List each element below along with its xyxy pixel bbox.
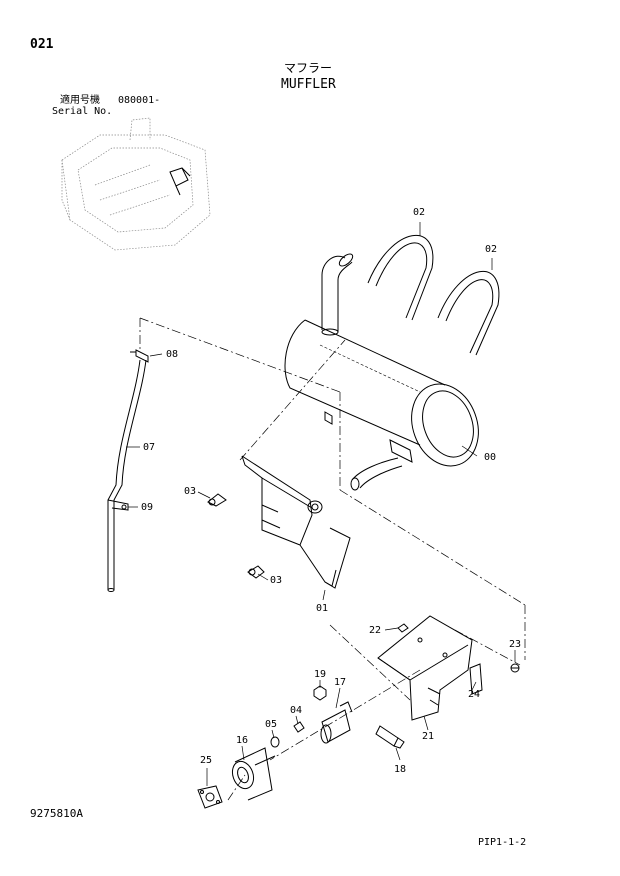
figure-number: 9275810A xyxy=(30,807,83,820)
bolt-03-lower xyxy=(247,565,265,579)
washer-05 xyxy=(270,736,280,748)
callout-19: 19 xyxy=(314,669,326,680)
callout-03-upper: 03 xyxy=(184,486,196,497)
support-bracket xyxy=(377,615,473,721)
callout-01: 01 xyxy=(316,603,328,614)
assembly-lines xyxy=(139,317,526,801)
outlet-pipe xyxy=(350,457,403,491)
page-number: 021 xyxy=(30,37,54,52)
callout-02-lower: 02 xyxy=(485,244,497,255)
callout-23: 23 xyxy=(509,639,521,650)
leader-lines xyxy=(126,222,516,786)
serial-label: Serial No. xyxy=(52,106,113,117)
page-title: MUFFLER xyxy=(281,77,336,92)
callout-22: 22 xyxy=(369,625,381,636)
nut-23 xyxy=(510,663,520,673)
locator-machine-sketch xyxy=(61,117,211,251)
callout-02-upper: 02 xyxy=(413,207,425,218)
callout-00: 00 xyxy=(484,452,496,463)
callout-18: 18 xyxy=(394,764,406,775)
pipe-clamp-17 xyxy=(320,701,353,744)
callout-16: 16 xyxy=(236,735,248,746)
callout-09: 09 xyxy=(141,502,153,513)
tail-pipe-16 xyxy=(231,747,276,801)
serial-label-japanese: 適用号機 xyxy=(60,95,100,106)
u-bolt-lower xyxy=(437,270,500,356)
nut-19 xyxy=(313,685,327,701)
u-bolt-upper xyxy=(367,234,434,321)
callout-17: 17 xyxy=(334,677,346,688)
bolt-24 xyxy=(469,663,483,695)
callout-05: 05 xyxy=(265,719,277,730)
callout-08: 08 xyxy=(166,349,178,360)
exhaust-stack xyxy=(321,253,354,336)
callout-04: 04 xyxy=(290,705,302,716)
gasket-25 xyxy=(197,785,223,809)
serial-number-value: 080001- xyxy=(118,95,161,106)
drain-tube xyxy=(107,359,147,592)
locator-muffler-highlight xyxy=(169,167,191,196)
muffler-body xyxy=(284,319,479,467)
muffler-bracket xyxy=(241,455,351,589)
title-japanese: マフラー xyxy=(284,61,333,75)
bolt-22 xyxy=(397,623,409,633)
bolt-03-upper xyxy=(207,493,227,507)
callout-07: 07 xyxy=(143,442,155,453)
callout-24: 24 xyxy=(468,689,480,700)
clamp-09 xyxy=(107,499,129,511)
callout-25: 25 xyxy=(200,755,212,766)
callout-03-lower: 03 xyxy=(270,575,282,586)
callout-labels: 02 02 00 08 07 09 03 03 01 22 23 24 21 1… xyxy=(141,207,521,775)
reference-code: PIP1-1-2 xyxy=(478,837,527,848)
bolt-18 xyxy=(375,725,405,749)
callout-21: 21 xyxy=(422,731,434,742)
clip-08 xyxy=(130,349,149,363)
nut-04 xyxy=(293,721,305,733)
